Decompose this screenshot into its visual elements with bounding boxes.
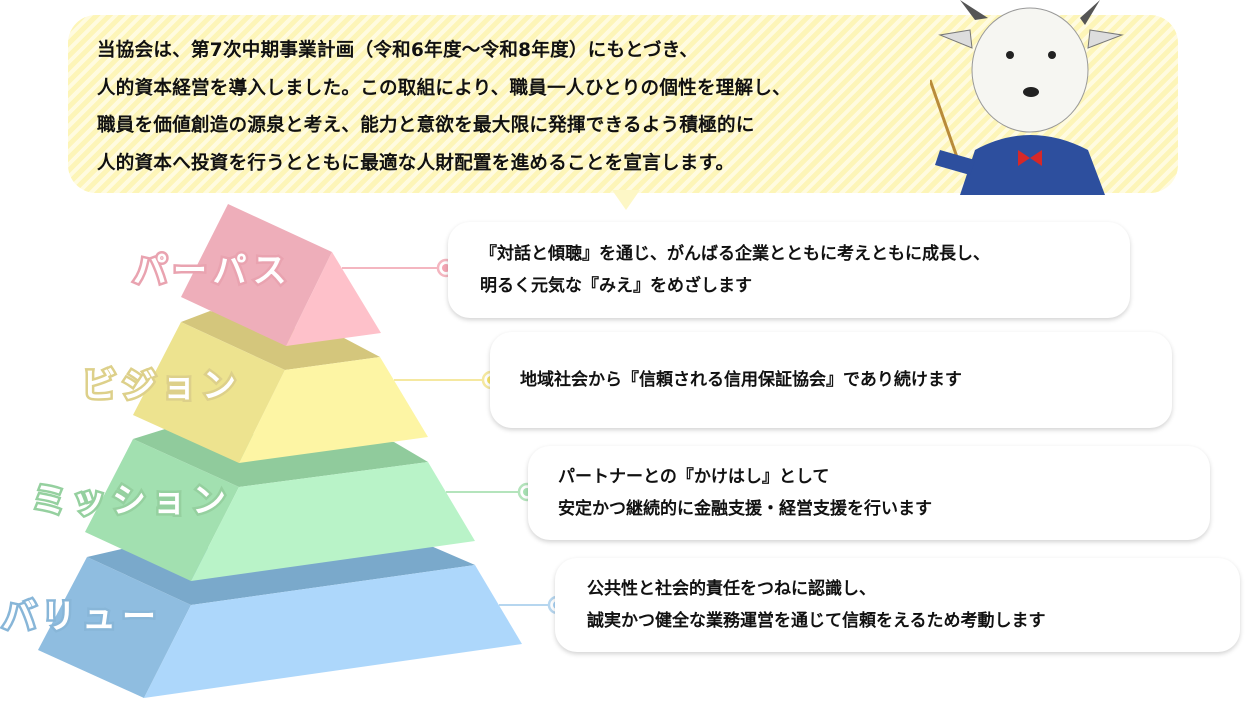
- declaration-line: 人的資本へ投資を行うとともに最適な人財配置を進めることを宣言します。: [97, 152, 735, 174]
- declaration-line: 当協会は、第7次中期事業計画（令和6年度～令和8年度）にもとづき、: [97, 40, 699, 61]
- description-line: 公共性と社会的責任をつねに認識し、: [587, 579, 876, 599]
- declaration-text: 当協会は、第7次中期事業計画（令和6年度～令和8年度）にもとづき、 人的資本経営…: [97, 32, 791, 182]
- pyramid-tier-value: [38, 546, 522, 698]
- pyramid-tier-purpose: [181, 204, 381, 346]
- goat-mascot-illustration: [930, 0, 1124, 195]
- description-line: 『対話と傾聴』を通じ、がんばる企業とともに考えともに成長し、: [480, 244, 990, 264]
- description-line: 誠実かつ健全な業務運営を通じて信頼をえるため考動します: [587, 611, 1046, 631]
- tier-label-value: バリュー: [2, 597, 162, 637]
- value-description: 公共性と社会的責任をつねに認識し、 誠実かつ健全な業務運営を通じて信頼をえるため…: [555, 558, 1240, 652]
- bubble-tail: [612, 190, 640, 210]
- description-line: 明るく元気な『みえ』をめざします: [480, 276, 752, 296]
- tier-label-purpose: パーパス: [133, 251, 293, 291]
- declaration-line: 職員を価値創造の源泉と考え、能力と意欲を最大限に発揮できるよう積極的に: [97, 115, 755, 136]
- description-line: 安定かつ継続的に金融支援・経営支援を行います: [558, 499, 932, 519]
- vision-description: 地域社会から『信頼される信用保証協会』であり続けます: [490, 332, 1172, 428]
- pyramid: パーパス ビジョン ミッション バリュー: [0, 204, 560, 698]
- tier-label-mission: ミッション: [32, 481, 232, 521]
- mission-description: パートナーとの『かけはし』として 安定かつ継続的に金融支援・経営支援を行います: [528, 446, 1210, 540]
- purpose-description: 『対話と傾聴』を通じ、がんばる企業とともに考えともに成長し、 明るく元気な『みえ…: [448, 222, 1130, 318]
- description-line: 地域社会から『信頼される信用保証協会』であり続けます: [520, 370, 962, 390]
- declaration-line: 人的資本経営を導入しました。この取組により、職員一人ひとりの個性を理解し、: [97, 77, 791, 99]
- description-line: パートナーとの『かけはし』として: [558, 467, 830, 487]
- tier-label-vision: ビジョン: [82, 366, 242, 406]
